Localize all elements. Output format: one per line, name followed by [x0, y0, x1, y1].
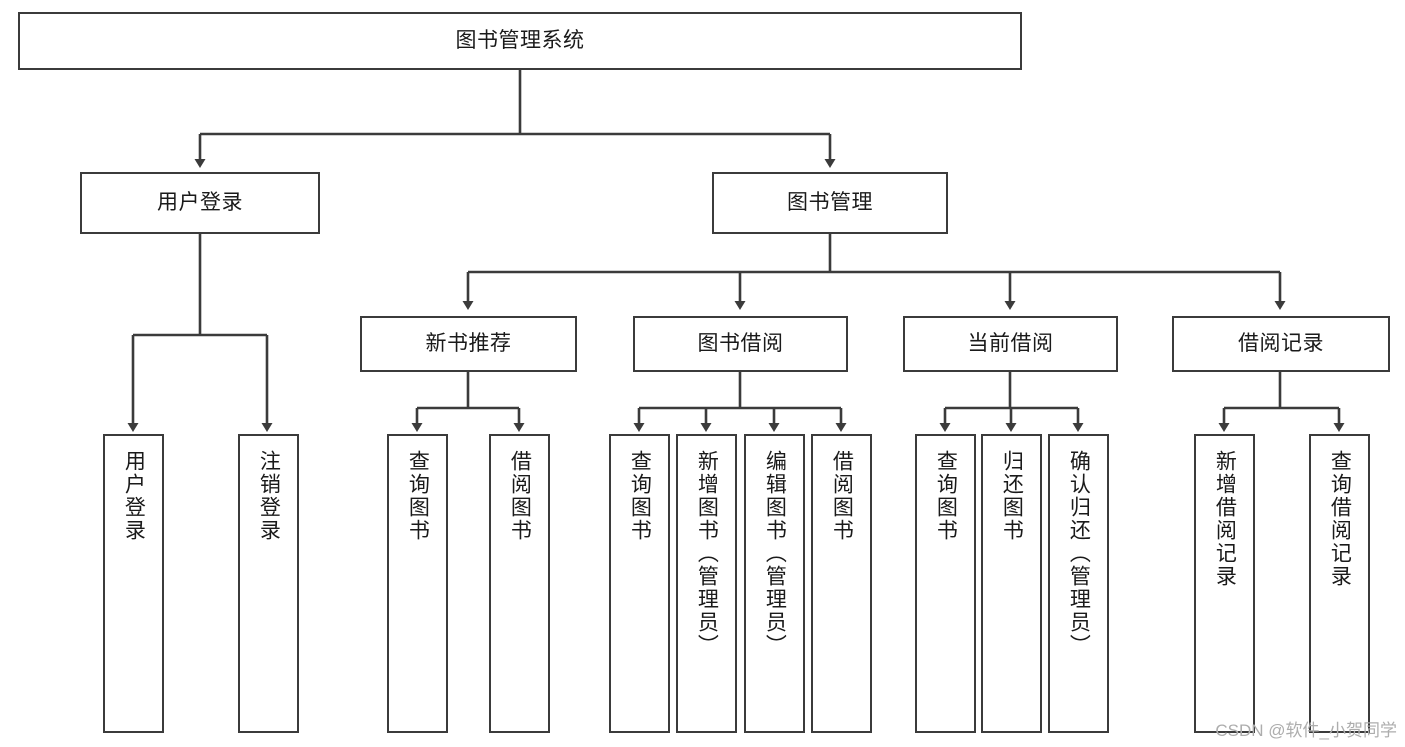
node-book-borrow[interactable]: 图书借阅	[633, 316, 848, 372]
node-leaf-logout[interactable]: 注销登录	[238, 434, 299, 733]
node-leaf-add-book-label: 新增图书（管理员）	[695, 450, 719, 657]
node-leaf-query-book-3-label: 查询图书	[934, 450, 958, 542]
node-leaf-add-book[interactable]: 新增图书（管理员）	[676, 434, 737, 733]
node-leaf-borrow-book-2-label: 借阅图书	[830, 450, 854, 542]
watermark-text: CSDN @软件_小贺同学	[1215, 721, 1397, 740]
node-book-manage[interactable]: 图书管理	[712, 172, 948, 234]
node-book-borrow-label: 图书借阅	[697, 332, 784, 356]
node-leaf-return-book[interactable]: 归还图书	[981, 434, 1042, 733]
node-new-book-recommend-label: 新书推荐	[425, 332, 512, 356]
node-leaf-query-record-label: 查询借阅记录	[1328, 450, 1352, 588]
node-borrow-record[interactable]: 借阅记录	[1172, 316, 1390, 372]
node-new-book-recommend[interactable]: 新书推荐	[360, 316, 577, 372]
node-leaf-edit-book-label: 编辑图书（管理员）	[763, 450, 787, 657]
node-leaf-query-book-3[interactable]: 查询图书	[915, 434, 976, 733]
node-leaf-edit-book[interactable]: 编辑图书（管理员）	[744, 434, 805, 733]
node-leaf-confirm-return-label: 确认归还（管理员）	[1067, 450, 1091, 657]
node-borrow-record-label: 借阅记录	[1238, 332, 1324, 356]
node-leaf-user-login-label: 用户登录	[122, 450, 146, 542]
node-leaf-borrow-book-1-label: 借阅图书	[508, 450, 532, 542]
node-leaf-return-book-label: 归还图书	[1000, 450, 1024, 542]
node-leaf-query-record[interactable]: 查询借阅记录	[1309, 434, 1370, 733]
node-leaf-borrow-book-1[interactable]: 借阅图书	[489, 434, 550, 733]
node-book-manage-label: 图书管理	[787, 191, 873, 215]
node-current-borrow-label: 当前借阅	[967, 332, 1054, 356]
node-user-login-label: 用户登录	[157, 191, 243, 215]
node-root-label: 图书管理系统	[455, 29, 585, 53]
node-leaf-user-login[interactable]: 用户登录	[103, 434, 164, 733]
node-leaf-add-record-label: 新增借阅记录	[1213, 450, 1237, 588]
node-leaf-confirm-return[interactable]: 确认归还（管理员）	[1048, 434, 1109, 733]
node-leaf-query-book-1-label: 查询图书	[406, 450, 430, 542]
node-leaf-query-book-1[interactable]: 查询图书	[387, 434, 448, 733]
node-leaf-add-record[interactable]: 新增借阅记录	[1194, 434, 1255, 733]
node-user-login[interactable]: 用户登录	[80, 172, 320, 234]
node-leaf-logout-label: 注销登录	[257, 450, 281, 542]
node-root-book-management-system[interactable]: 图书管理系统	[18, 12, 1022, 70]
node-leaf-borrow-book-2[interactable]: 借阅图书	[811, 434, 872, 733]
node-leaf-query-book-2-label: 查询图书	[628, 450, 652, 542]
node-leaf-query-book-2[interactable]: 查询图书	[609, 434, 670, 733]
node-current-borrow[interactable]: 当前借阅	[903, 316, 1118, 372]
